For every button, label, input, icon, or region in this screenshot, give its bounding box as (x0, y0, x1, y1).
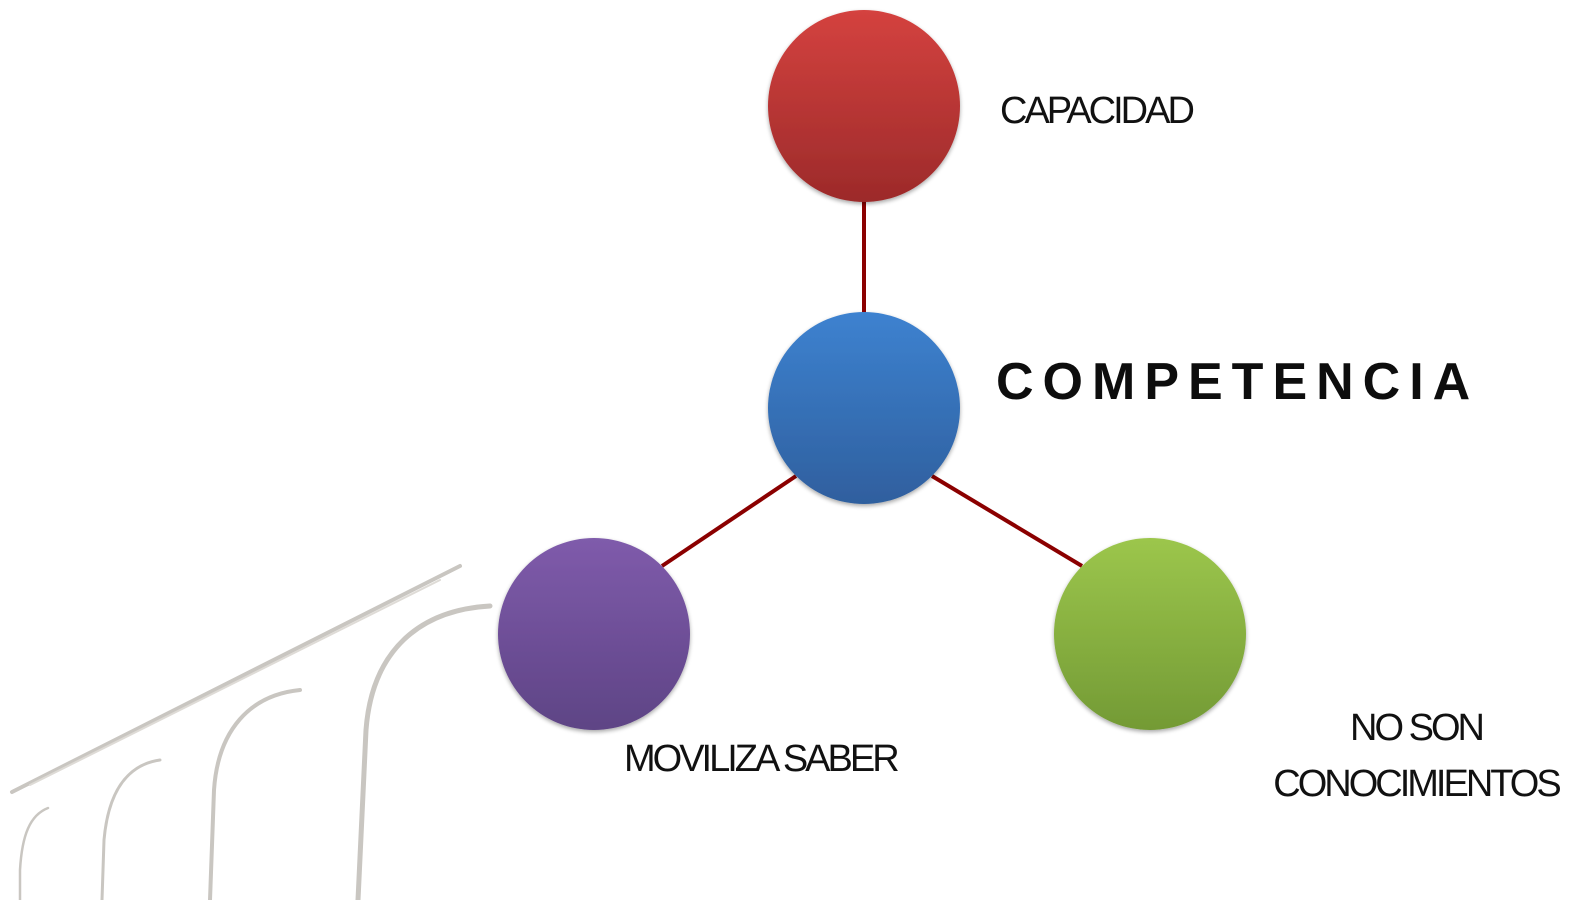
aqueduct-watermark (10, 564, 493, 900)
node-conocimientos-label: NO SON CONOCIMIENTOS (1266, 700, 1566, 812)
node-conocimientos-label-line2: CONOCIMIENTOS (1273, 763, 1561, 805)
node-capacidad-label: CAPACIDAD (1000, 90, 1195, 132)
connectors (660, 200, 1084, 568)
node-conocimientos-label-line1: NO SON (1350, 707, 1485, 749)
node-conocimientos-circle (1054, 538, 1246, 730)
node-competencia-label: COMPETENCIA (996, 353, 1480, 411)
node-moviliza-circle (498, 538, 690, 730)
connector-left (660, 474, 798, 568)
connector-right (930, 474, 1084, 568)
node-competencia-circle (768, 312, 960, 504)
node-capacidad-circle (768, 10, 960, 202)
node-moviliza-label: MOVILIZA SABER (624, 738, 900, 780)
